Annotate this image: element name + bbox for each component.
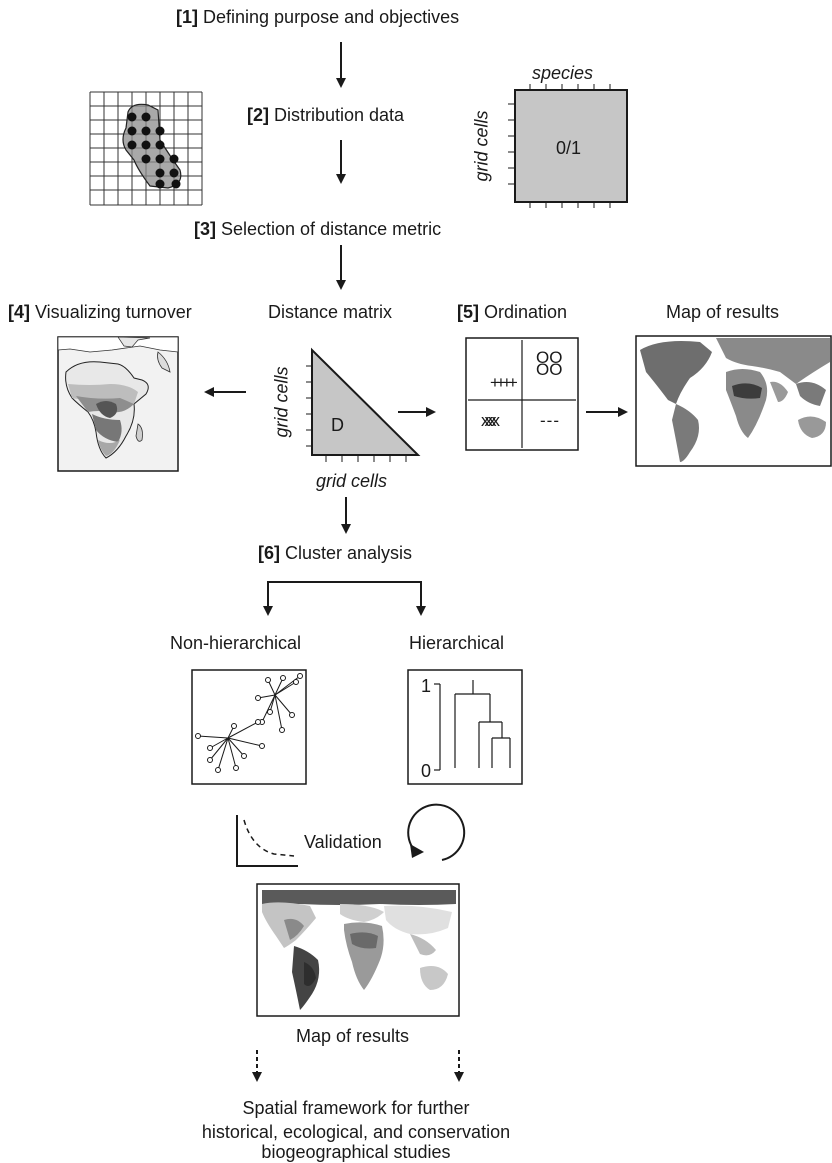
species-axis-label: species <box>532 63 594 83</box>
step-6-label: [6] Cluster analysis <box>258 543 413 563</box>
final-outcome-line-3: biogeographical studies <box>261 1142 451 1162</box>
cycle-arrow-icon <box>407 803 466 861</box>
validation-label: Validation <box>304 832 382 852</box>
world-map-bottom <box>256 883 460 1017</box>
matrix-cell-value: 0/1 <box>556 138 582 158</box>
hierarchical-label: Hierarchical <box>409 633 505 653</box>
arrows <box>204 42 628 616</box>
grid-cells-axis-label-horizontal: grid cells <box>316 471 388 491</box>
validation-plot <box>236 815 298 867</box>
non-hierarchical-label: Non-hierarchical <box>170 633 302 653</box>
distance-matrix-label: Distance matrix <box>268 302 393 322</box>
ordination-plot <box>465 337 579 451</box>
presence-absence-matrix <box>508 84 628 208</box>
non-hierarchical-plot <box>191 669 307 785</box>
final-outcome-line-1: Spatial framework for further <box>242 1098 470 1118</box>
world-map-top <box>635 335 832 467</box>
ordination-dash-symbols: --- <box>540 411 561 430</box>
step-4-label: [4] Visualizing turnover <box>8 302 192 322</box>
map-of-results-top-label: Map of results <box>666 302 780 322</box>
ordination-cross-symbols: xxxx <box>481 411 499 430</box>
occurrence-dots <box>127 112 181 189</box>
distance-symbol: D <box>331 415 344 435</box>
step-1-label: [1] Defining purpose and objectives <box>176 7 460 27</box>
ordination-plus-symbols: ++++ <box>490 373 518 392</box>
final-outcome-line-2: historical, ecological, and conservation <box>201 1122 511 1142</box>
dashed-arrows <box>252 1050 464 1082</box>
map-of-results-bottom-label: Map of results <box>296 1026 410 1046</box>
dendrogram-y-bottom: 0 <box>421 761 432 781</box>
step-5-label: [5] Ordination <box>457 302 568 322</box>
distance-matrix-triangle <box>306 347 421 462</box>
dendrogram-y-top: 1 <box>421 676 432 696</box>
step-3-label: [3] Selection of distance metric <box>194 219 442 239</box>
step-2-label: [2] Distribution data <box>247 105 405 125</box>
cluster-split-line <box>267 581 422 612</box>
turnover-map <box>57 336 179 472</box>
grid-cells-axis-label-vertical: grid cells <box>271 366 292 438</box>
grid-cells-axis-label-matrix: grid cells <box>471 110 492 182</box>
distribution-grid <box>89 91 203 206</box>
hierarchical-plot <box>407 669 523 785</box>
